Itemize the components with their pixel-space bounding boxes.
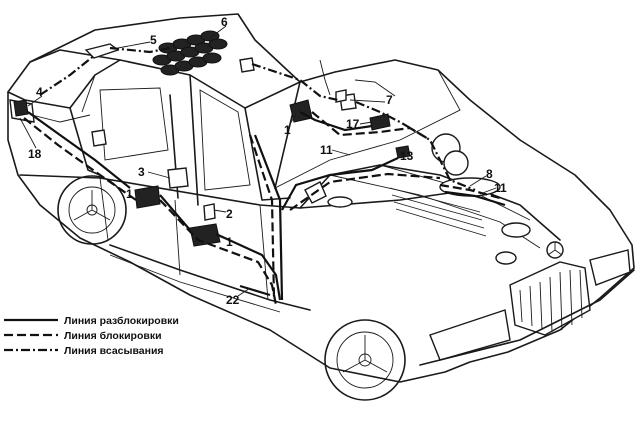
legend-unlock: Линия разблокировки: [4, 315, 179, 327]
legend-suction-label: Линия всасывания: [64, 345, 164, 357]
callout-11-upper: 11: [320, 143, 333, 157]
vacuum-reservoir: [152, 30, 228, 76]
callout-1-front-door: 1: [226, 235, 233, 249]
legend: Линия разблокировки Линия блокировки Лин…: [4, 315, 179, 357]
callout-5: 5: [150, 33, 157, 47]
callout-2: 2: [226, 207, 233, 221]
callout-labels: 6 5 4 18 1 17 7 11 13 8 11 3 1 2 1 22: [28, 15, 507, 307]
engine-bay-components: [327, 133, 531, 265]
callout-8: 8: [486, 167, 493, 181]
callout-6: 6: [221, 15, 228, 29]
callout-1-rear-door: 1: [126, 187, 133, 201]
callout-1-windshield: 1: [284, 123, 291, 137]
legend-lock-label: Линия блокировки: [64, 330, 162, 342]
callout-4: 4: [36, 85, 43, 99]
lock-actuators: [13, 30, 411, 247]
callout-18: 18: [28, 147, 42, 161]
legend-lock: Линия блокировки: [4, 330, 162, 342]
car-body: [7, 13, 635, 401]
callout-22: 22: [226, 293, 240, 307]
callout-3: 3: [138, 165, 145, 179]
callout-7: 7: [386, 93, 393, 107]
callout-13: 13: [400, 149, 414, 163]
vacuum-lines: [23, 46, 506, 306]
legend-unlock-label: Линия разблокировки: [64, 315, 179, 327]
callout-11-lower: 11: [494, 181, 507, 195]
callout-17: 17: [346, 117, 360, 131]
leader-lines: [19, 25, 497, 297]
legend-suction: Линия всасывания: [4, 345, 164, 357]
